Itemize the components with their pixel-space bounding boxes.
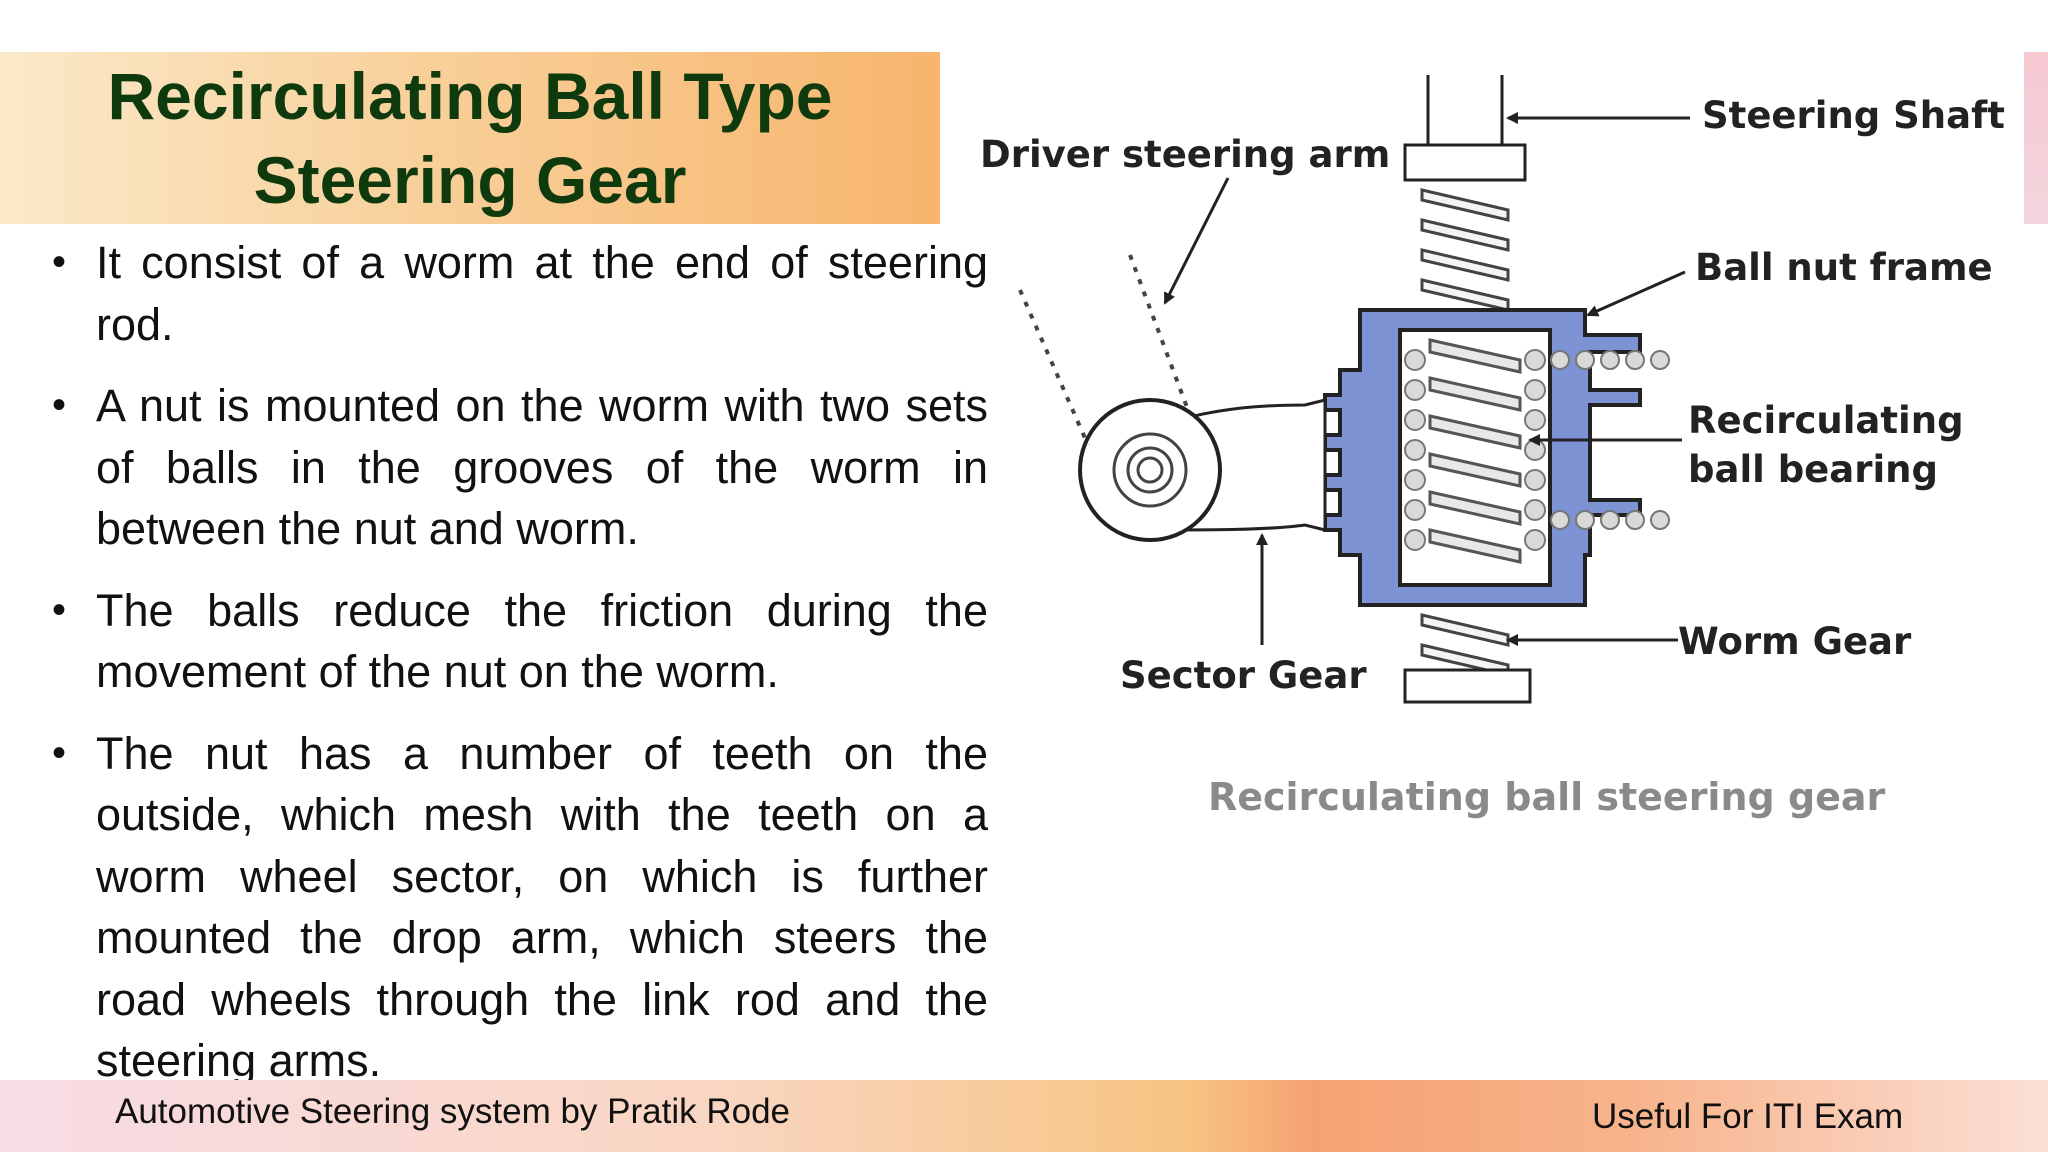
bullet-list: It consist of a worm at the end of steer… [52, 232, 988, 1112]
title-line-1: Recirculating Ball Type [107, 59, 833, 133]
label-recirculating-line-2: ball bearing [1688, 448, 1938, 491]
label-ball-nut-frame: Ball nut frame [1695, 246, 1993, 289]
diagram-svg: Steering Shaft Driver steering arm Ball … [980, 75, 2005, 819]
label-steering-shaft: Steering Shaft [1702, 94, 2005, 137]
slide-title: Recirculating Ball Type Steering Gear [0, 52, 940, 224]
label-recirculating-line-1: Recirculating [1688, 399, 1964, 442]
bullet-item-3: The balls reduce the friction during the… [52, 580, 988, 703]
footer-author-text: Automotive Steering system by Pratik Rod… [115, 1092, 791, 1131]
steering-gear-diagram: Steering Shaft Driver steering arm Ball … [960, 60, 2020, 840]
footer-band [0, 1080, 2048, 1152]
right-edge-strip [2024, 52, 2048, 224]
steering-shaft [1403, 75, 1527, 182]
recirculating-balls [1404, 349, 1670, 551]
bullet-item-4: The nut has a number of teeth on the out… [52, 723, 988, 1092]
sector-gear-arm [1078, 398, 1327, 542]
label-worm-gear: Worm Gear [1678, 620, 1912, 663]
worm-inside-nut [1428, 338, 1522, 564]
arm-swing-lines [1018, 254, 1190, 446]
title-band [0, 52, 940, 224]
label-sector-gear: Sector Gear [1120, 654, 1367, 697]
worm-screw-lower [1420, 613, 1510, 677]
diagram-caption: Recirculating ball steering gear [1208, 775, 1886, 819]
worm-screw-upper [1420, 188, 1510, 312]
label-driver-steering-arm: Driver steering arm [980, 133, 1390, 176]
title-line-2: Steering Gear [253, 143, 687, 217]
worm-bottom-bearing [1403, 668, 1532, 704]
footer-exam-text: Useful For ITI Exam [1592, 1097, 1904, 1136]
bullet-item-2: A nut is mounted on the worm with two se… [52, 375, 988, 560]
leader-arrows [1163, 112, 1690, 646]
bullet-item-1: It consist of a worm at the end of steer… [52, 232, 988, 355]
